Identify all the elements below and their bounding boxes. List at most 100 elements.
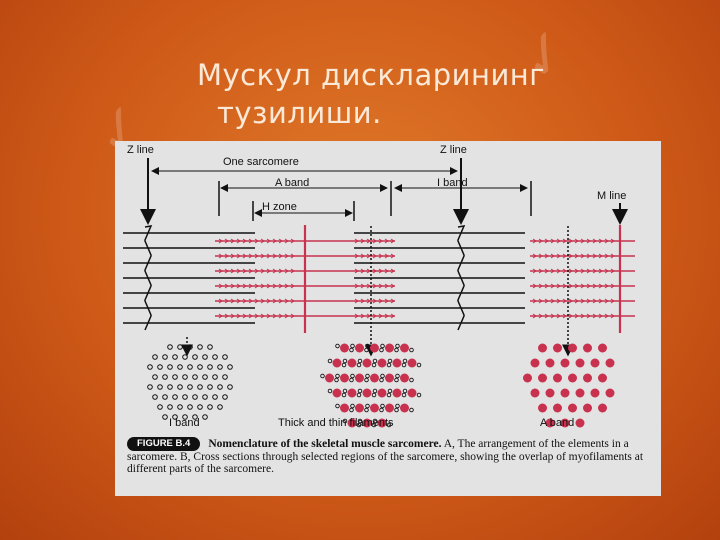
thin-filament-section — [386, 392, 392, 398]
thin-filament-section — [217, 384, 223, 390]
myosin-head — [284, 253, 289, 259]
myosin-head — [224, 283, 229, 289]
myosin-head — [532, 283, 537, 289]
myosin-head — [592, 298, 597, 304]
thin-filament-section — [187, 404, 193, 410]
myosin-head — [568, 253, 573, 259]
myosin-head — [378, 238, 383, 244]
myosin-head — [266, 313, 271, 319]
thin-filament-section — [177, 344, 183, 350]
thin-filament-section — [212, 394, 218, 400]
thin-filament-section — [167, 404, 173, 410]
thick-filament-section — [605, 358, 615, 368]
thin-filament-section — [182, 354, 188, 360]
myosin-head — [236, 313, 241, 319]
h-zone-label: H zone — [262, 201, 297, 213]
myosin-head — [592, 313, 597, 319]
myosin-head — [604, 283, 609, 289]
m-line-label: M line — [597, 190, 626, 202]
myosin-head — [354, 313, 359, 319]
thick-filament-section — [538, 373, 547, 383]
thin-filament-section — [202, 414, 208, 420]
myosin-head — [366, 313, 371, 319]
thin-filament-section — [167, 364, 173, 370]
myosin-head — [360, 253, 365, 259]
myosin-head — [236, 238, 241, 244]
myosin-head — [266, 298, 271, 304]
thin-filament-section — [394, 347, 399, 353]
myosin-head — [604, 253, 609, 259]
z-disc — [457, 225, 466, 331]
myosin-head — [236, 298, 241, 304]
figure-badge: FIGURE B.4 — [127, 437, 201, 451]
myosin-head — [354, 268, 359, 274]
z-disc — [144, 225, 153, 331]
myosin-head — [218, 313, 223, 319]
thin-filament-section — [402, 358, 408, 364]
thick-filament-section — [340, 343, 349, 353]
thin-filament-section — [187, 384, 193, 390]
myosin-head — [254, 283, 259, 289]
myosin-head — [272, 298, 277, 304]
myosin-head — [538, 253, 543, 259]
myosin-head — [598, 313, 603, 319]
thin-filament-section — [372, 418, 378, 424]
cross-section-a-band-label: A band — [540, 417, 574, 429]
myosin-head — [248, 268, 253, 274]
thick-filament-section — [560, 358, 570, 368]
thin-filament-section — [416, 392, 422, 398]
myosin-head — [372, 283, 377, 289]
myosin-head — [390, 298, 395, 304]
myosin-head — [230, 253, 235, 259]
thin-filament-section — [356, 392, 362, 398]
thin-filament-section — [334, 377, 339, 383]
myosin-head — [378, 253, 383, 259]
thick-filament-section — [538, 403, 547, 413]
myosin-head — [272, 283, 277, 289]
thin-filament-section — [327, 388, 333, 394]
myosin-head — [354, 253, 359, 259]
myosin-head — [218, 298, 223, 304]
one-sarcomere-label: One sarcomere — [223, 156, 299, 168]
thin-filament-section — [350, 403, 355, 409]
myosin-head — [384, 298, 389, 304]
thin-filament-section — [172, 354, 178, 360]
myosin-head — [360, 268, 365, 274]
a-band-top-label: A band — [275, 177, 309, 189]
thick-filament-section — [590, 388, 600, 398]
myosin-head — [242, 283, 247, 289]
myosin-head — [372, 268, 377, 274]
sarcomere-diagram: Z line Z line One sarcomere A band I ban… — [123, 144, 635, 429]
myosin-head — [266, 283, 271, 289]
myosin-head — [278, 253, 283, 259]
thick-filament-section — [370, 343, 379, 353]
myosin-head — [562, 253, 567, 259]
myosin-head — [272, 313, 277, 319]
thin-filament-section — [212, 374, 218, 380]
myosin-head — [384, 268, 389, 274]
thick-filament-section — [392, 388, 402, 398]
myosin-head — [378, 313, 383, 319]
myosin-head — [224, 313, 229, 319]
myosin-head — [260, 298, 265, 304]
thin-filament-section — [364, 347, 369, 353]
myosin-head — [218, 283, 223, 289]
myosin-head — [284, 238, 289, 244]
myosin-head — [550, 268, 555, 274]
thick-filament-section — [370, 373, 379, 383]
myosin-head — [360, 313, 365, 319]
thin-filament-section — [197, 404, 203, 410]
thin-filament-section — [217, 364, 223, 370]
myosin-head — [604, 313, 609, 319]
thin-filament-section — [357, 358, 363, 364]
myosin-head — [242, 253, 247, 259]
thick-filament-section — [347, 358, 357, 368]
thick-filament-section — [340, 373, 349, 383]
thick-filament-section — [538, 343, 547, 353]
myosin-head — [568, 238, 573, 244]
thick-filament-section — [575, 358, 585, 368]
myosin-head — [366, 253, 371, 259]
myosin-head — [598, 268, 603, 274]
myosin-head — [266, 268, 271, 274]
myosin-head — [390, 238, 395, 244]
